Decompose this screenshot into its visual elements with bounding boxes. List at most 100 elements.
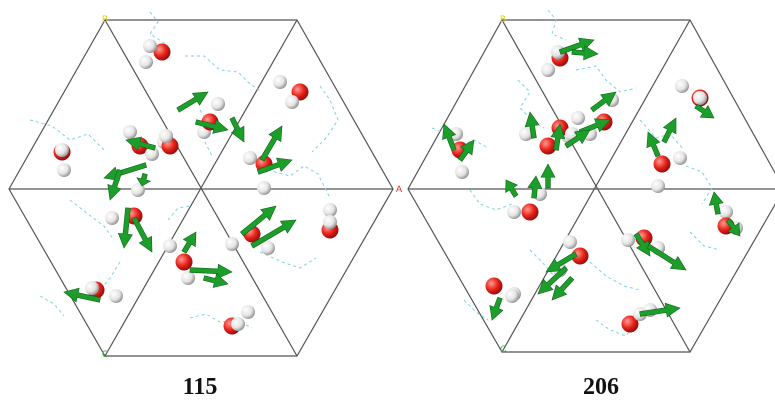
dipole-arrow-icon bbox=[457, 139, 475, 162]
dipole-arrow-icon bbox=[103, 162, 148, 181]
hydrogen-atom bbox=[211, 97, 225, 111]
dipole-arrow-icon bbox=[442, 123, 457, 152]
hydrogen-atom bbox=[85, 281, 99, 295]
hydrogen-atom bbox=[675, 79, 689, 93]
dipole-arrow-icon bbox=[181, 231, 197, 254]
oxygen-atom bbox=[653, 155, 671, 173]
hydrogen-atom bbox=[163, 239, 177, 253]
hydrogen-atom bbox=[105, 211, 119, 225]
dipole-arrow-icon bbox=[240, 205, 277, 237]
dipole-arrow-icon bbox=[63, 287, 101, 303]
water-molecule-icon bbox=[197, 97, 225, 139]
water-molecule-icon bbox=[541, 45, 569, 77]
arrows-115 bbox=[63, 91, 297, 303]
hbond-line bbox=[185, 55, 263, 93]
hydrogen-atom bbox=[323, 203, 337, 217]
water-molecule-icon bbox=[321, 203, 339, 239]
hydrogen-atom bbox=[131, 183, 145, 197]
hydrogen-atom bbox=[323, 215, 337, 229]
hydrogen-atom bbox=[621, 233, 635, 247]
hydrogen-atom bbox=[519, 127, 533, 141]
hydrogen-atom bbox=[273, 75, 287, 89]
dipole-arrow-icon bbox=[527, 175, 543, 199]
hydrogen-atom bbox=[719, 205, 733, 219]
hydrogen-atom bbox=[449, 127, 463, 141]
hbond-line bbox=[259, 251, 317, 269]
hydrogen-atom bbox=[55, 143, 69, 157]
water-molecule-icon bbox=[621, 303, 657, 333]
dipole-arrow-icon bbox=[505, 179, 519, 198]
hbond-line bbox=[463, 299, 489, 321]
cell-lattice-206 bbox=[407, 19, 775, 353]
dipole-arrow-icon bbox=[189, 263, 233, 279]
dipole-arrow-icon bbox=[545, 251, 578, 273]
dipole-arrow-icon bbox=[639, 302, 681, 318]
hbond-line bbox=[431, 127, 489, 149]
dipole-arrow-icon bbox=[590, 91, 617, 113]
water-molecule-icon bbox=[53, 143, 71, 177]
dipole-arrow-icon bbox=[489, 296, 504, 321]
hydrogen-atom bbox=[455, 165, 469, 179]
dipole-arrow-icon bbox=[537, 265, 569, 295]
axis-label-c: C bbox=[500, 344, 507, 354]
hbond-line bbox=[469, 189, 513, 211]
axis-label-a: A bbox=[396, 184, 402, 194]
water-molecule-icon bbox=[85, 281, 123, 303]
dipole-arrow-icon bbox=[708, 191, 724, 215]
hydrogen-atom bbox=[651, 179, 665, 193]
hbond-line bbox=[93, 261, 121, 301]
oxygen-atom bbox=[485, 277, 503, 295]
dipole-arrow-icon bbox=[646, 243, 687, 271]
panel-115: B A C 115 bbox=[8, 11, 402, 400]
hydrogen-atom bbox=[139, 55, 153, 69]
hbond-line bbox=[29, 119, 105, 151]
dipole-arrow-icon bbox=[259, 125, 283, 162]
water-molecule-icon bbox=[651, 151, 687, 193]
hydrogen-atom bbox=[109, 289, 123, 303]
water-molecule-icon bbox=[223, 305, 255, 335]
hydrogen-atom bbox=[261, 241, 275, 255]
hbond-line bbox=[39, 295, 65, 317]
hydrogen-atom bbox=[673, 151, 687, 165]
dipole-arrow-icon bbox=[540, 163, 556, 189]
hydrogen-atom bbox=[541, 63, 555, 77]
arrows-206 bbox=[442, 37, 741, 321]
oxygen-atom bbox=[521, 203, 539, 221]
hydrogen-atom bbox=[181, 271, 195, 285]
dipole-arrow-icon bbox=[131, 216, 153, 253]
hbond-line bbox=[689, 231, 721, 251]
hydrogen-atom bbox=[551, 45, 565, 59]
water-molecule-icon bbox=[675, 79, 709, 107]
hydrogen-atom bbox=[505, 289, 519, 303]
dipole-arrow-icon bbox=[661, 117, 677, 144]
oxygen-atom bbox=[621, 315, 639, 333]
dipole-arrow-icon bbox=[136, 173, 152, 187]
dipole-arrow-icon bbox=[107, 168, 123, 201]
hbond-line bbox=[589, 261, 641, 291]
oxygen-atom bbox=[153, 43, 171, 61]
hydrogen-atom bbox=[693, 91, 707, 105]
dipole-arrow-icon bbox=[725, 218, 741, 237]
hydrogen-atom bbox=[243, 151, 257, 165]
dipole-arrow-icon bbox=[571, 45, 599, 61]
hydrogen-atom bbox=[159, 129, 173, 143]
water-molecule-icon bbox=[145, 129, 179, 161]
water-molecule-icon bbox=[485, 277, 521, 303]
dipole-arrow-icon bbox=[524, 111, 540, 139]
water-molecule-icon bbox=[105, 183, 145, 225]
hydrogen-atom bbox=[231, 317, 245, 331]
dipole-arrow-icon bbox=[646, 131, 661, 158]
hbond-line bbox=[69, 199, 115, 241]
hydrogen-atom bbox=[257, 181, 271, 195]
hydrogen-atom bbox=[57, 163, 71, 177]
hydrogen-atom bbox=[571, 111, 585, 125]
water-molecule-icon bbox=[163, 239, 195, 285]
hbond-network-206 bbox=[431, 9, 721, 337]
oxygen-atom bbox=[571, 247, 589, 265]
hydrogen-atom bbox=[507, 205, 521, 219]
dipole-arrow-icon bbox=[250, 219, 297, 249]
dipole-arrow-icon bbox=[125, 136, 156, 152]
panel-label: 115 bbox=[183, 374, 218, 400]
dipole-arrow-icon bbox=[550, 123, 566, 151]
